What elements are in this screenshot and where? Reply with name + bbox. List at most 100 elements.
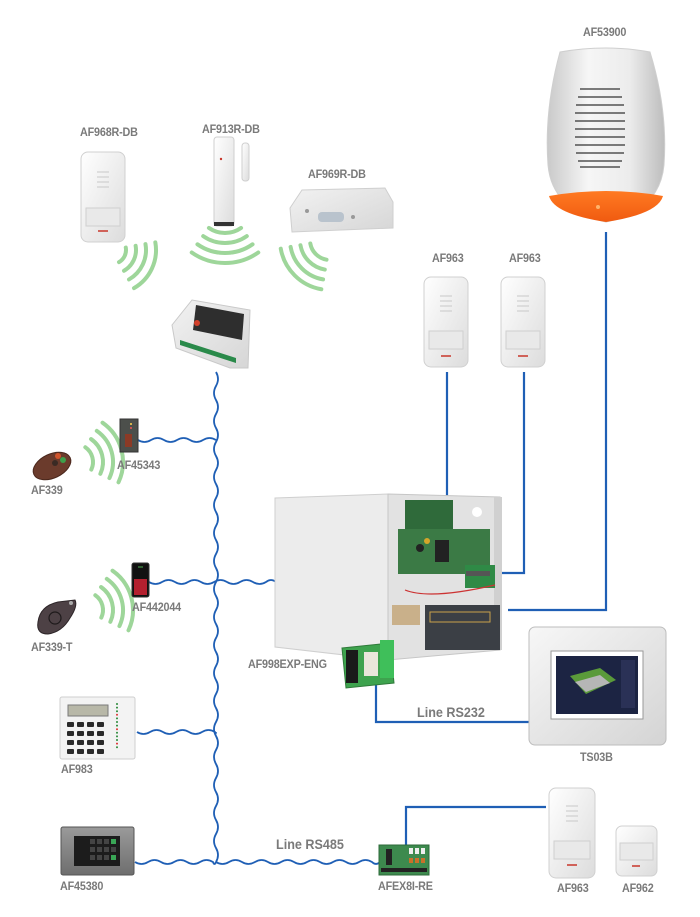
remote-keyfob-label: AF339 — [31, 483, 63, 497]
keypad-key[interactable] — [67, 749, 74, 754]
flush-keypad-key[interactable] — [90, 839, 95, 844]
touchscreen-label: TS03B — [580, 750, 613, 764]
wavy-bus — [134, 371, 381, 865]
keypad-key[interactable] — [97, 731, 104, 736]
wave-curtain-arc — [278, 246, 324, 292]
bus-vertical — [213, 371, 219, 863]
keypad-key[interactable] — [77, 749, 84, 754]
flush-keypad-key[interactable] — [111, 847, 116, 852]
wire-siren — [508, 232, 608, 612]
wave-pir-arc — [132, 240, 158, 291]
flush-keypad-key[interactable] — [104, 839, 109, 844]
pir-wireless-label: AF968R-DB — [80, 125, 138, 139]
wave-tag-arc — [110, 568, 135, 633]
curtain-detector-device[interactable] — [289, 187, 394, 233]
keypad-led — [116, 746, 118, 749]
flush-keypad-key[interactable] — [97, 839, 102, 844]
keypad-led — [116, 703, 118, 705]
keypad-key[interactable] — [77, 731, 84, 736]
wave-door-arc — [206, 225, 244, 235]
keypad-flush-label: AF45380 — [60, 879, 104, 893]
keypad-key[interactable] — [97, 749, 104, 754]
keypad-lcd-device[interactable] — [59, 696, 136, 760]
keypad-key[interactable] — [67, 740, 74, 745]
wave-curtain-arc — [308, 241, 329, 262]
wave-pir-arc — [127, 242, 148, 282]
control-panel-label: AF998EXP-ENG — [248, 657, 327, 671]
tag-key-label: AF339-T — [31, 640, 73, 654]
keypad-led — [116, 735, 118, 738]
line-rs232-label: Line RS232 — [417, 704, 485, 720]
keypad-key[interactable] — [77, 722, 84, 727]
door-contact-device[interactable] — [213, 136, 250, 227]
wave-tag-arc — [99, 585, 115, 624]
keyfob-receiver-label: AF45343 — [117, 458, 161, 472]
wireless-waves — [83, 225, 329, 633]
pir-2-device[interactable] — [500, 276, 546, 368]
flush-keypad-key[interactable] — [104, 847, 109, 852]
keypad-lcd-label: AF983 — [61, 762, 93, 776]
wave-tag-arc — [93, 593, 105, 620]
touchscreen-device[interactable] — [528, 626, 667, 746]
flush-keypad-key[interactable] — [111, 855, 116, 860]
keypad-led — [116, 717, 118, 720]
pir-2-label: AF963 — [509, 251, 541, 265]
tag-reader-device[interactable] — [131, 562, 150, 598]
remote-keyfob-device[interactable] — [29, 447, 75, 486]
keypad-led — [116, 739, 118, 741]
wave-keyfob-arc — [89, 437, 105, 476]
keypad-key[interactable] — [87, 722, 94, 727]
flush-keypad-key[interactable] — [90, 847, 95, 852]
keypad-flush-device[interactable] — [60, 826, 135, 876]
keypad-key[interactable] — [87, 749, 94, 754]
keypad-led — [116, 731, 118, 734]
wave-keyfob-arc — [94, 428, 115, 481]
siren-label: AF53900 — [583, 25, 627, 39]
keypad-key[interactable] — [97, 740, 104, 745]
curtain-detector-label: AF969R-DB — [308, 167, 366, 181]
flush-keypad-key[interactable] — [111, 839, 116, 844]
wave-keyfob-arc — [83, 445, 95, 472]
wireless-receiver-device[interactable] — [171, 299, 251, 369]
wave-pir-arc — [117, 245, 128, 265]
flush-keypad-key[interactable] — [104, 855, 109, 860]
keypad-led — [116, 728, 118, 731]
panel-expansion-board[interactable] — [341, 640, 395, 689]
wave-door-arc — [201, 234, 249, 245]
keypad-led — [116, 706, 118, 709]
expander-device[interactable] — [378, 844, 430, 876]
pir-1-device[interactable] — [423, 276, 469, 368]
keypad-led — [116, 713, 118, 716]
keypad-key[interactable] — [87, 740, 94, 745]
siren-device[interactable] — [546, 47, 666, 223]
expander-label: AFEX8I-RE — [378, 879, 433, 893]
keypad-led — [116, 710, 118, 713]
wave-tag-arc — [104, 576, 125, 629]
bus-keypad-flush — [134, 859, 217, 865]
keypad-led — [116, 724, 118, 727]
control-panel-device[interactable] — [274, 493, 502, 661]
pir-4-label: AF962 — [622, 881, 654, 895]
keypad-key[interactable] — [97, 722, 104, 727]
wave-door-arc — [195, 242, 255, 255]
flush-keypad-key[interactable] — [97, 855, 102, 860]
bus-keypad-lcd — [136, 729, 217, 735]
wave-pir-arc — [122, 243, 138, 273]
pir-3-device[interactable] — [548, 787, 596, 879]
bus-rs485 — [215, 859, 381, 865]
tag-key-device[interactable] — [37, 599, 77, 635]
keypad-key[interactable] — [87, 731, 94, 736]
keypad-key[interactable] — [67, 722, 74, 727]
flush-keypad-key[interactable] — [97, 847, 102, 852]
pir-4-device[interactable] — [615, 825, 658, 877]
keyfob-receiver-device[interactable] — [119, 418, 139, 453]
keypad-key[interactable] — [77, 740, 84, 745]
flush-keypad-key[interactable] — [90, 855, 95, 860]
pir-1-label: AF963 — [432, 251, 464, 265]
keypad-led — [116, 721, 118, 723]
keypad-led — [116, 742, 118, 745]
pir-wireless-device[interactable] — [80, 151, 126, 243]
keypad-key[interactable] — [67, 731, 74, 736]
